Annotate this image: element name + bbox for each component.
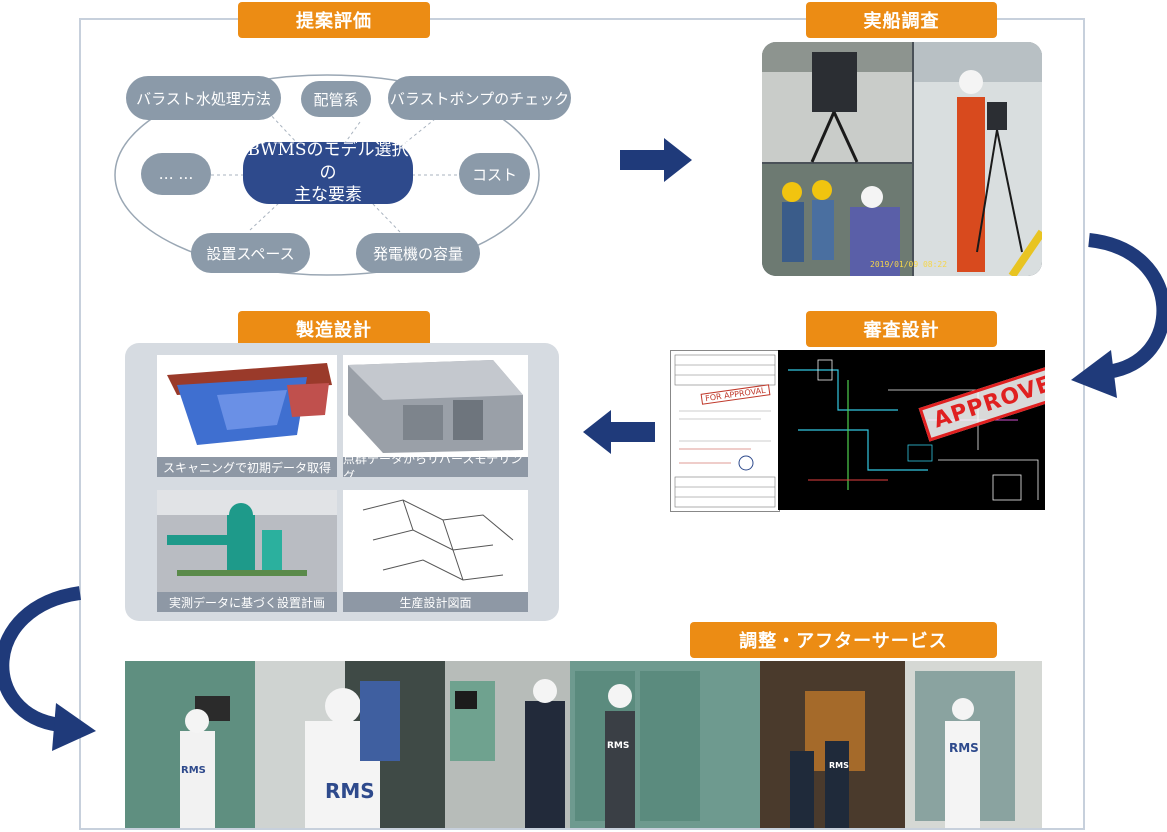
curved-arrow-down-right-icon	[1071, 233, 1167, 398]
rms-badge-2: RMS	[325, 779, 375, 803]
point-cloud-graphic	[157, 355, 337, 457]
arrow-right-icon	[620, 138, 692, 182]
manufacturing-tile-caption-installation-plan: 実測データに基づく設置計画	[157, 592, 337, 612]
review-document-sheet: FOR APPROVAL	[670, 350, 780, 512]
manufacturing-tile-caption-production-drawing: 生産設計図面	[343, 592, 528, 612]
factor-center-line1: BWMSのモデル選択の	[247, 139, 409, 183]
manufacturing-tile-installation-plan: 実測データに基づく設置計画	[157, 490, 337, 612]
stage-label-survey: 実船調査	[806, 2, 997, 38]
rms-badge-5: RMS	[949, 741, 979, 755]
manufacturing-tile-scanning: スキャニングで初期データ取得	[157, 355, 337, 477]
arrow-left-icon	[583, 410, 655, 454]
rms-badge-4: RMS	[829, 761, 849, 770]
factor-cost: コスト	[459, 153, 530, 195]
installation-plan-graphic	[157, 490, 337, 592]
review-schematic-drawing: APPROVED	[778, 350, 1045, 510]
manufacturing-tile-caption-scanning: スキャニングで初期データ取得	[157, 457, 337, 477]
factor-ballast-pump-check: バラストポンプのチェック	[388, 76, 571, 120]
factor-piping: 配管系	[301, 81, 371, 117]
factor-center-line2: 主な要素	[294, 185, 362, 206]
stage-label-manufacturing: 製造設計	[238, 311, 430, 347]
production-drawing-graphic	[343, 490, 528, 592]
service-photo-strip: RMS RMS RMS RMS RMS	[125, 661, 1042, 828]
manufacturing-tile-reverse-modeling: 点群データからリバースモデリング	[343, 355, 528, 477]
service-photo-scene	[125, 661, 1042, 828]
process-frame	[79, 18, 1085, 830]
rms-badge-1: RMS	[181, 765, 206, 776]
stage-label-review: 審査設計	[806, 311, 997, 347]
rms-badge-3: RMS	[607, 741, 630, 751]
stage-label-proposal: 提案評価	[238, 2, 430, 38]
survey-photo-timestamp: 2019/01/09 08:22	[870, 260, 948, 269]
manufacturing-tile-caption-reverse-modeling: 点群データからリバースモデリング	[343, 452, 528, 477]
survey-photo-scanner	[762, 42, 1042, 276]
factor-center: BWMSのモデル選択の 主な要素	[243, 139, 413, 206]
factor-generator-capacity: 発電機の容量	[356, 233, 480, 273]
schematic-lines-graphic	[788, 359, 1039, 501]
manufacturing-tile-production-drawing: 生産設計図面	[343, 490, 528, 612]
factor-more: … …	[141, 153, 211, 195]
document-grid-lines	[674, 354, 776, 508]
factor-installation-space: 設置スペース	[191, 233, 310, 273]
stage-label-service: 調整・アフターサービス	[690, 622, 997, 658]
curved-arrow-down-left-icon	[0, 586, 96, 751]
factor-treatment-method: バラスト水処理方法	[126, 76, 281, 120]
survey-photo-collage: 2019/01/09 08:22	[762, 42, 1042, 276]
reverse-model-graphic	[343, 355, 528, 457]
